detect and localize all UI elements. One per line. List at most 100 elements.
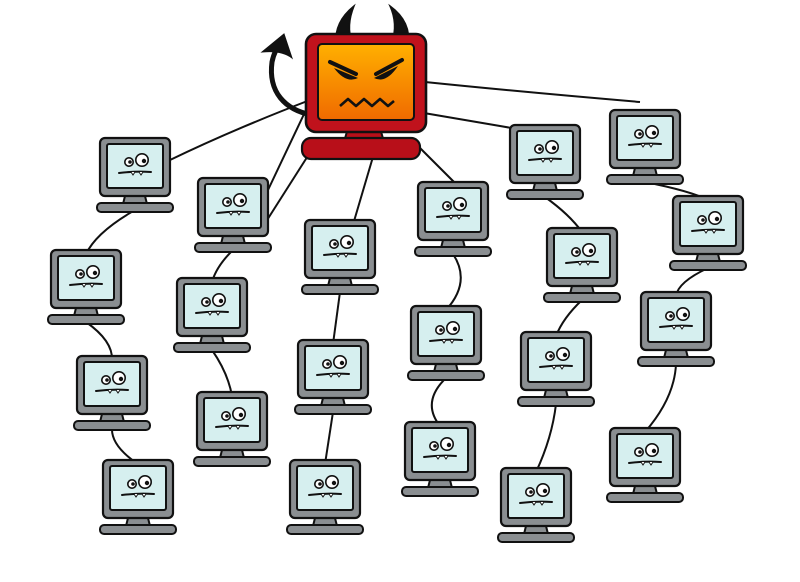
fangs (228, 211, 242, 216)
fangs (551, 365, 565, 370)
mouth (628, 142, 662, 146)
googly-eye-face-icon (316, 354, 350, 378)
monitor-screen (616, 433, 674, 479)
googly-eye-face-icon (121, 474, 155, 498)
fangs (130, 171, 144, 176)
bot-computer (194, 176, 272, 253)
bot-computer (414, 180, 492, 257)
mouth (565, 260, 599, 264)
monitor-screen (527, 337, 585, 383)
fangs (577, 261, 591, 266)
fangs (227, 425, 241, 430)
mouth (339, 97, 395, 108)
eye (324, 474, 339, 489)
stand-base (517, 396, 595, 407)
monitor-screen (424, 187, 482, 233)
pupil (439, 328, 443, 332)
fangs (540, 158, 554, 163)
pupil (588, 248, 594, 254)
googly-eye-face-icon (528, 140, 562, 163)
fangs (441, 339, 455, 344)
stand-base (407, 370, 485, 381)
monitor-screen (507, 473, 565, 519)
pupil (446, 442, 452, 448)
bot-computer (173, 276, 251, 353)
bot-computer (96, 136, 174, 213)
eye (439, 436, 454, 451)
stand-base (286, 524, 364, 535)
eye (452, 197, 467, 212)
monitor-screen (203, 397, 261, 443)
bot-computer (407, 304, 485, 381)
mouth (308, 492, 342, 496)
pupil (226, 200, 230, 204)
monitor-screen (57, 255, 115, 301)
bot-computer (99, 458, 177, 535)
pupil (638, 132, 642, 136)
pupil (205, 300, 209, 304)
network-link (85, 209, 136, 255)
mouth (195, 310, 229, 314)
eye (644, 125, 659, 140)
mouth (539, 364, 573, 368)
bot-computer (73, 354, 151, 431)
monitor-screen (109, 465, 167, 511)
mouth (316, 372, 350, 376)
fangs (640, 143, 654, 148)
tail-tip (260, 33, 294, 60)
pupil (638, 450, 642, 454)
fangs (531, 501, 545, 506)
pupil (79, 272, 83, 276)
pupil (575, 250, 579, 254)
pupil (144, 480, 150, 486)
bot-computer (301, 218, 379, 295)
fangs (207, 311, 221, 316)
googly-eye-face-icon (215, 406, 249, 430)
network-link (211, 349, 233, 397)
eye (233, 193, 248, 208)
mouth (429, 338, 463, 342)
pupil (318, 482, 322, 486)
bot-computer (606, 108, 684, 185)
monitor-screen (311, 225, 369, 271)
eye (339, 235, 354, 250)
pupil (651, 130, 657, 136)
fangs (671, 325, 685, 330)
fangs (703, 229, 717, 234)
network-link (555, 299, 583, 337)
fangs (81, 283, 95, 288)
fangs (107, 389, 121, 394)
pupil (131, 482, 135, 486)
pupil (701, 218, 705, 222)
network-link (424, 81, 641, 103)
stand-base (194, 242, 272, 253)
eye (445, 320, 460, 335)
stand-base (506, 189, 584, 200)
googly-eye-face-icon (539, 346, 573, 370)
brow (374, 58, 404, 76)
pupil (218, 298, 224, 304)
pupil (92, 270, 98, 276)
pupil (538, 147, 542, 151)
pupil (433, 444, 437, 448)
eye (332, 354, 347, 369)
mouth (216, 210, 250, 214)
monitor-screen (106, 143, 164, 189)
fangs (328, 373, 342, 378)
network-link (332, 291, 341, 345)
bot-computer (517, 330, 595, 407)
monitor-screen (204, 183, 262, 229)
pupil (452, 326, 458, 332)
mouth (659, 324, 693, 328)
pupil (542, 488, 548, 494)
pupil (118, 376, 124, 382)
stand-base (401, 486, 479, 497)
stand-base (193, 456, 271, 467)
googly-eye-face-icon (95, 370, 129, 394)
monitor-screen (553, 233, 611, 279)
mouth (628, 460, 662, 464)
fangs (133, 493, 147, 498)
mouth (691, 228, 725, 232)
